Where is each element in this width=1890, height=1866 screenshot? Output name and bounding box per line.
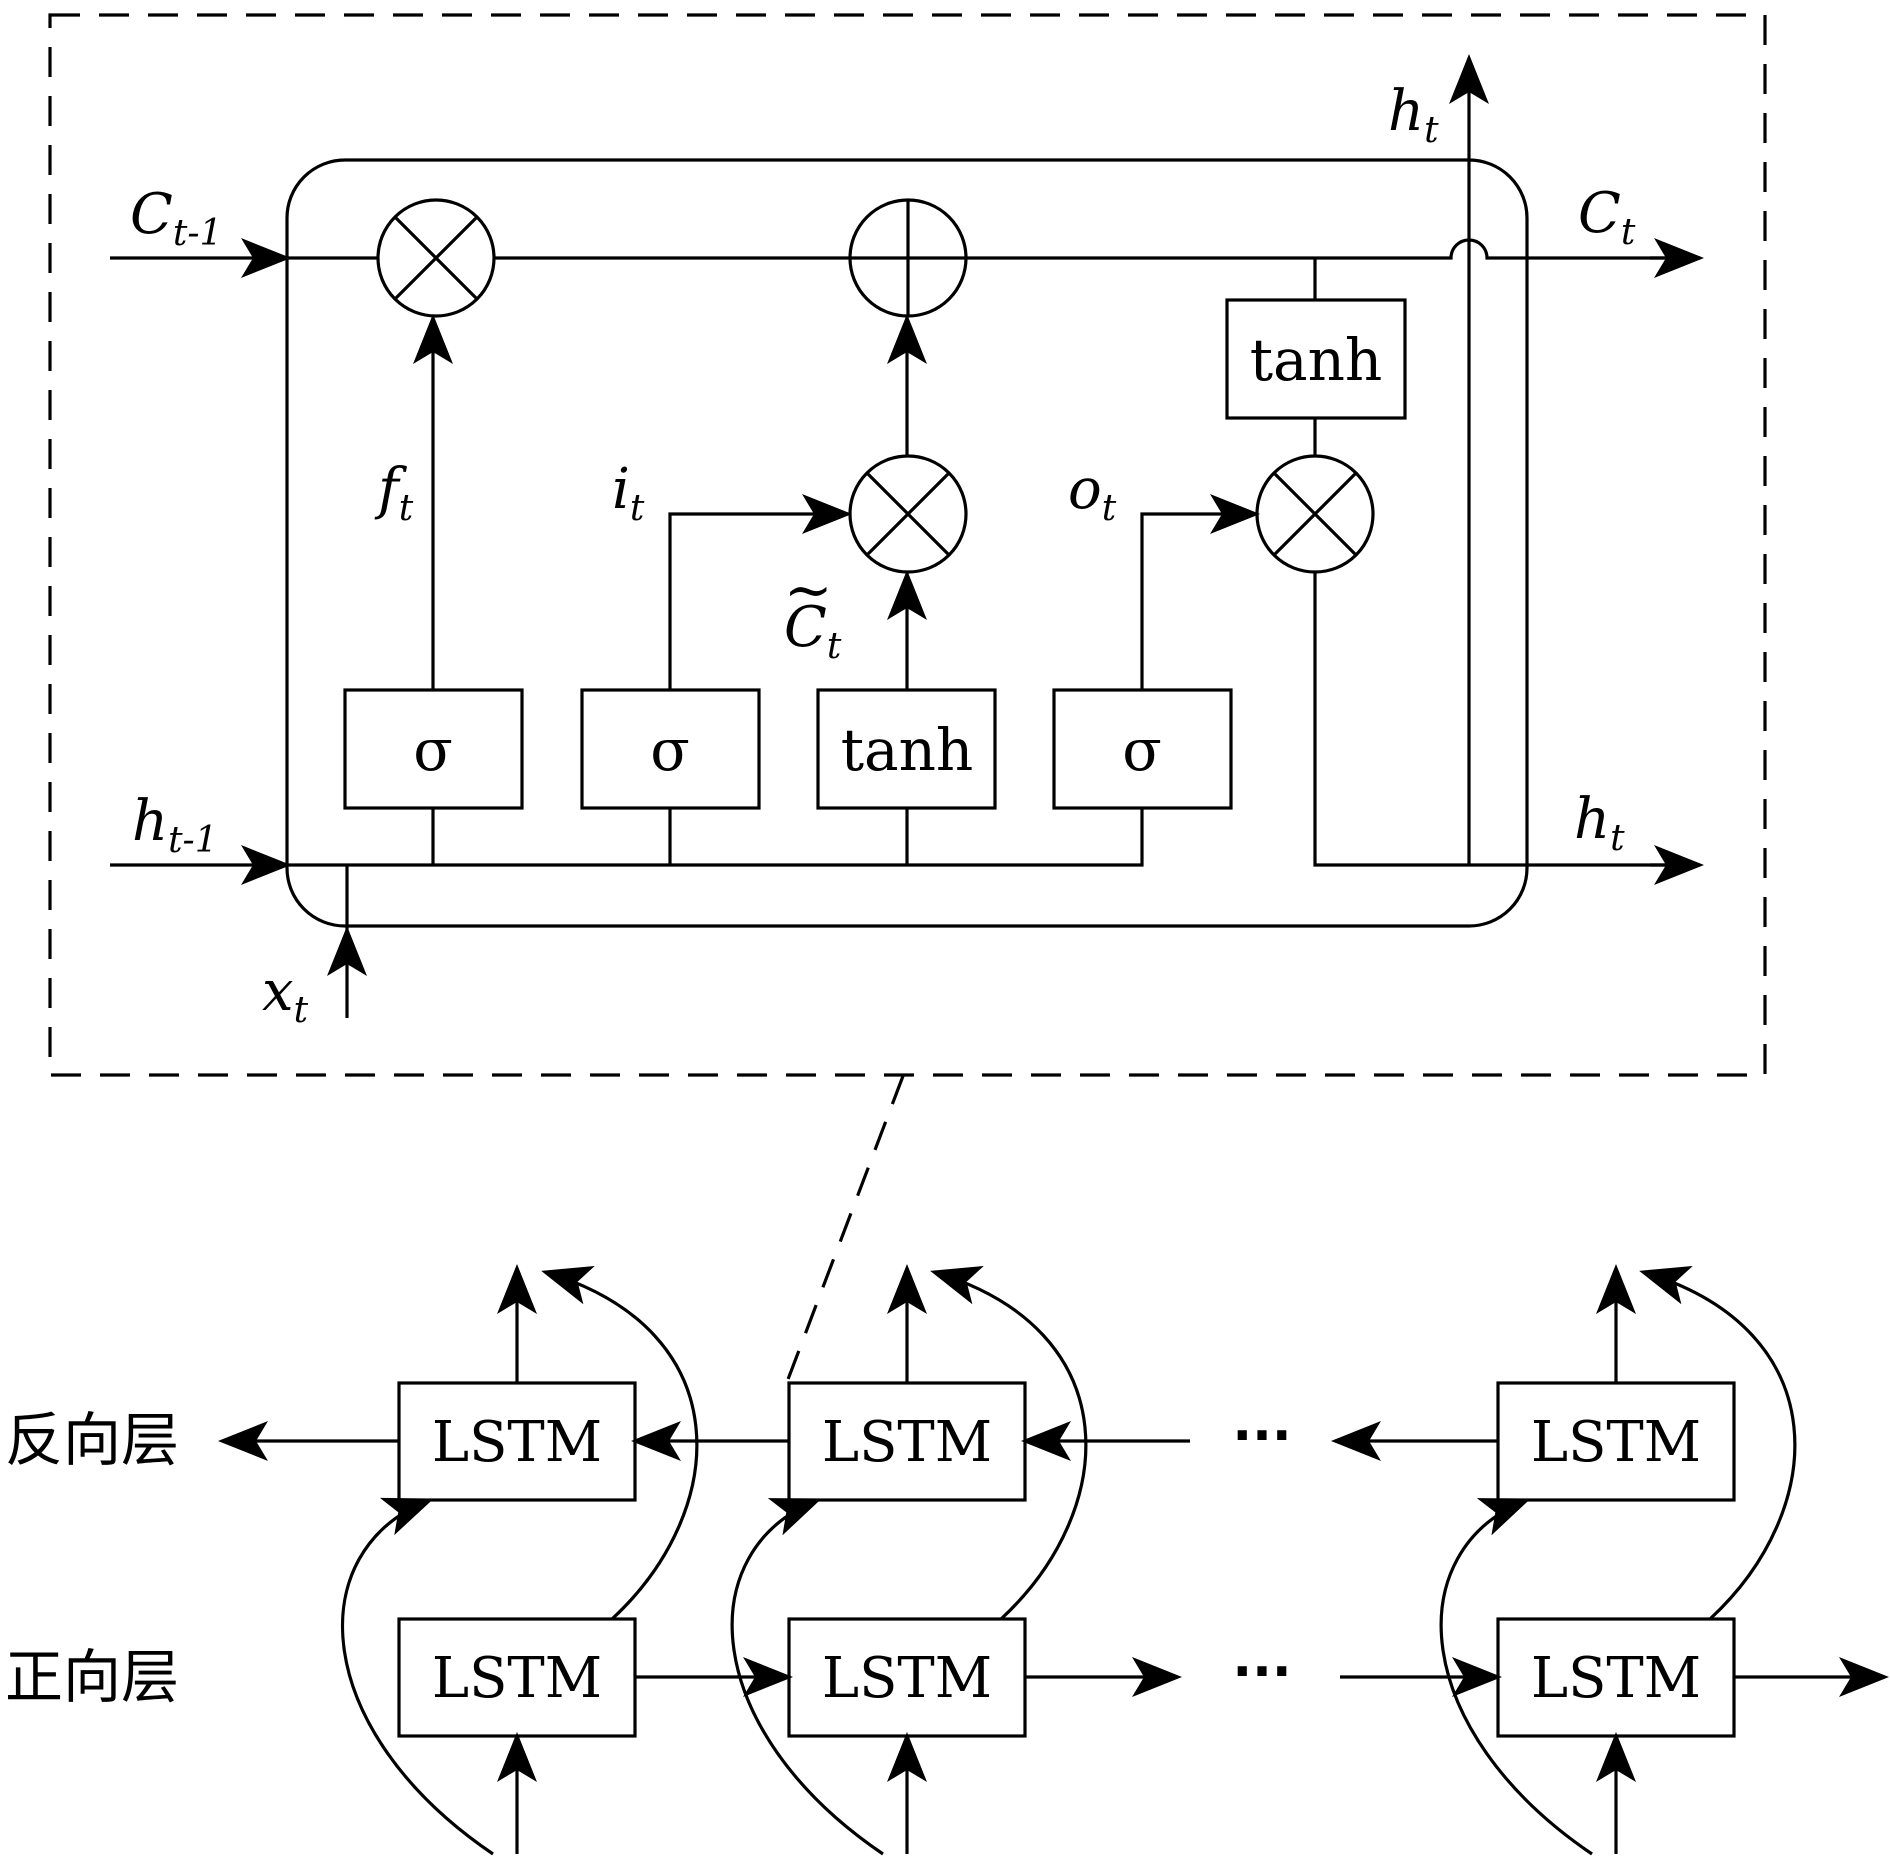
input-gate-output bbox=[668, 494, 852, 690]
backward-ellipsis: ··· bbox=[1232, 1406, 1291, 1466]
forward-lstm-2-label: LSTM bbox=[822, 1646, 992, 1711]
output-gate-label: ot bbox=[1068, 457, 1117, 529]
bilstm-network: 反向层 正向层 LSTM LSTM LSTM LSTM LSTM LSTM ··… bbox=[5, 1264, 1889, 1856]
h-prev-label: ht-1 bbox=[132, 789, 218, 861]
forward-lstm-n-label: LSTM bbox=[1531, 1646, 1701, 1711]
c-out-label: Ct bbox=[1578, 181, 1636, 253]
input-gate-sigma: σ bbox=[650, 716, 690, 784]
add-icon bbox=[850, 200, 966, 316]
input-gate-box bbox=[580, 688, 761, 810]
input-to-backward-curve-1 bbox=[341, 1497, 494, 1856]
hidden-output-line bbox=[1313, 572, 1700, 867]
forget-multiply-icon bbox=[393, 215, 479, 301]
state-tanh-box bbox=[1225, 298, 1407, 420]
cell-state-line bbox=[287, 238, 1700, 260]
backward-lstm-2-label: LSTM bbox=[822, 1410, 992, 1475]
input-multiply-icon bbox=[865, 471, 951, 557]
x-in-label: xt bbox=[262, 959, 309, 1031]
output-gate-output bbox=[1140, 494, 1260, 690]
forward-layer-label: 正向层 bbox=[5, 1643, 179, 1711]
output-gate-sigma: σ bbox=[1122, 716, 1162, 784]
forget-gate-box bbox=[343, 688, 524, 810]
input-to-backward-curve-2 bbox=[730, 1498, 884, 1856]
backward-lstm-n bbox=[1496, 1381, 1736, 1502]
lstm-cell-detail: σ σ tanh σ tanh Ct-1 ht-1 xt Ct ht ht ft… bbox=[48, 13, 1767, 1383]
forward-to-output-curve-2 bbox=[930, 1265, 1088, 1621]
candidate-tilde: ~ bbox=[784, 556, 833, 624]
forward-ellipsis: ··· bbox=[1232, 1642, 1291, 1702]
backward-lstm-n-label: LSTM bbox=[1531, 1410, 1701, 1475]
h-out-top-label: ht bbox=[1388, 79, 1439, 151]
cell-zoom-frame bbox=[48, 13, 1767, 1077]
output-multiply-icon bbox=[1272, 471, 1358, 557]
forward-to-output-curve-n bbox=[1639, 1265, 1797, 1621]
h-out-right-label: ht bbox=[1574, 787, 1625, 859]
state-tanh: tanh bbox=[1250, 326, 1383, 394]
forward-lstm-1 bbox=[397, 1617, 637, 1738]
output-gate-box bbox=[1052, 688, 1233, 810]
hidden-input-bus bbox=[287, 808, 1144, 867]
backward-layer-label: 反向层 bbox=[5, 1406, 179, 1474]
forward-to-output-curve-1 bbox=[541, 1265, 699, 1621]
cell-body bbox=[285, 158, 1529, 928]
forget-multiply-node bbox=[376, 198, 496, 318]
c-prev-label: Ct-1 bbox=[130, 182, 222, 254]
candidate-label: Ct bbox=[784, 595, 842, 667]
forward-lstm-1-label: LSTM bbox=[432, 1646, 602, 1711]
candidate-tanh: tanh bbox=[841, 716, 974, 784]
input-to-backward-curve-n bbox=[1439, 1498, 1593, 1856]
forget-gate-sigma: σ bbox=[413, 716, 453, 784]
forget-gate-label: ft bbox=[374, 457, 414, 529]
backward-lstm-1 bbox=[397, 1381, 637, 1502]
zoom-leader-line bbox=[785, 1075, 905, 1383]
input-gate-label: it bbox=[612, 457, 645, 529]
backward-lstm-1-label: LSTM bbox=[432, 1410, 602, 1475]
